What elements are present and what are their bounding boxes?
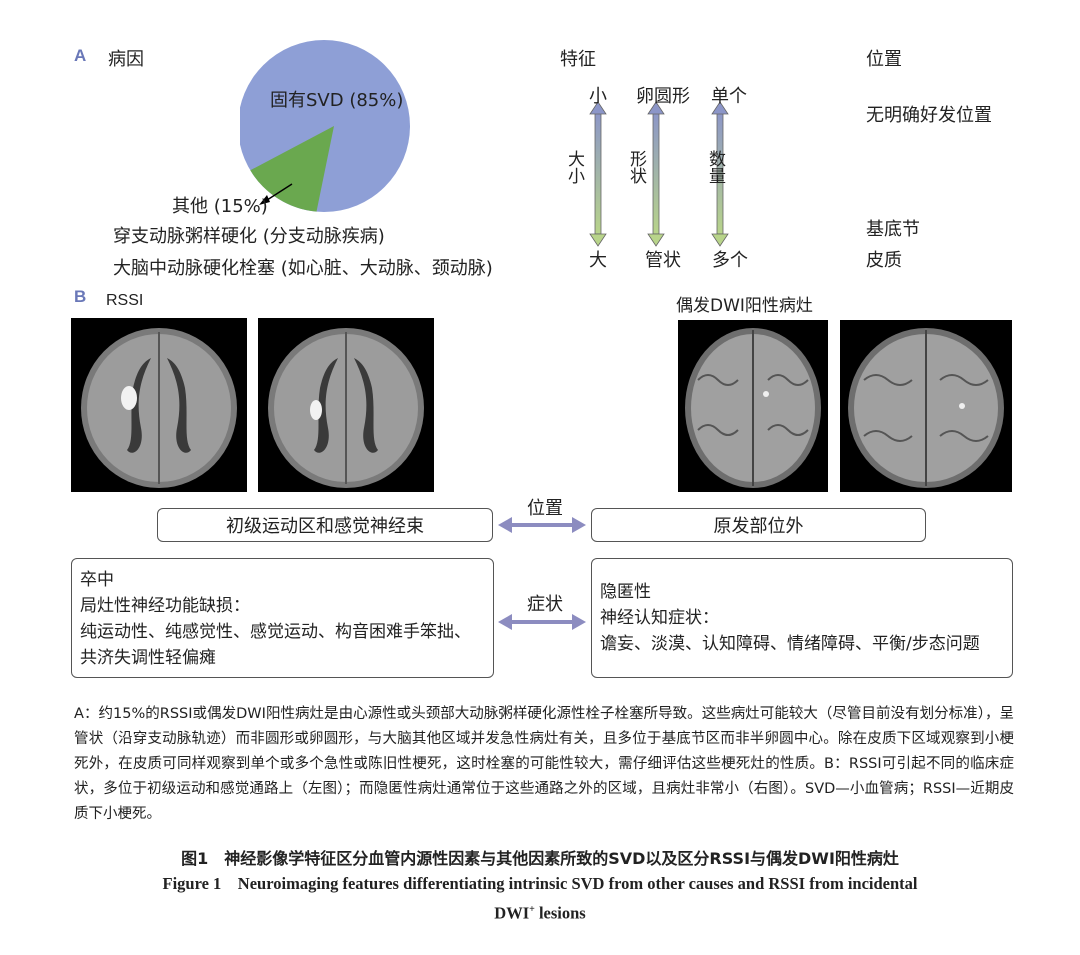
location-double-arrow — [498, 517, 586, 533]
incidental-title: 偶发DWI阳性病灶 — [676, 296, 813, 316]
size-axis-label: 大小 — [564, 150, 584, 184]
rssi-symptom-line-4: 共济失调性轻偏瘫 — [80, 648, 216, 668]
location-label: 位置 — [527, 498, 563, 519]
features-title: 特征 — [560, 49, 596, 70]
mri-scan-incidental-1 — [678, 320, 828, 492]
panel-a-letter: A — [74, 46, 87, 65]
size-bottom: 大 — [589, 250, 607, 271]
incidental-symptom-line-3: 谵妄、淡漠、认知障碍、情绪障碍、平衡/步态问题 — [600, 634, 980, 654]
figure-title-en-line2: DWI+ lesions — [40, 898, 1040, 926]
incidental-symptoms-box: 隐匿性 神经认知症状： 谵妄、淡漠、认知障碍、情绪障碍、平衡/步态问题 — [591, 558, 1013, 678]
cause-pie-chart — [240, 40, 410, 212]
rssi-title: RSSI — [106, 292, 144, 309]
shape-bottom: 管状 — [645, 250, 681, 271]
figure-caption: A：约15%的RSSI或偶发DWI阳性病灶是由心源性或头颈部大动脉粥样硬化源性栓… — [74, 706, 1014, 822]
rssi-symptom-line-3: 纯运动性、纯感觉性、感觉运动、构音困难手笨拙、 — [80, 622, 471, 642]
figure-title-zh: 图1 神经影像学特征区分血管内源性因素与其他因素所致的SVD以及区分RSSI与偶… — [181, 849, 899, 868]
size-top: 小 — [589, 86, 607, 107]
count-scale-arrow — [711, 101, 729, 247]
incidental-symptom-line-2: 神经认知症状： — [600, 608, 719, 628]
mri-scan-incidental-2 — [840, 320, 1012, 492]
shape-axis-label: 形状 — [626, 150, 646, 184]
other-cause-2: 大脑中动脉硬化栓塞 (如心脏、大动脉、颈动脉) — [113, 258, 493, 279]
rssi-location-box: 初级运动区和感觉神经束 — [157, 508, 493, 542]
figure-title-en-sup: + — [529, 904, 535, 915]
pie-label-svd: 固有SVD (85%) — [270, 90, 404, 111]
position-basal: 基底节 — [866, 219, 920, 240]
count-top: 单个 — [711, 86, 747, 107]
count-bottom: 多个 — [712, 250, 748, 271]
position-cortex: 皮质 — [866, 250, 902, 271]
mri-scan-rssi-2 — [258, 318, 434, 492]
pie-slice-other — [250, 126, 334, 212]
figure-title-en-dwi: DWI — [494, 903, 530, 923]
figure-title-en: Figure 1 Neuroimaging features different… — [162, 874, 918, 893]
incidental-location-box: 原发部位外 — [591, 508, 926, 542]
mri-scan-rssi-1 — [71, 318, 247, 492]
pie-label-other: 其他 (15%) — [172, 196, 268, 217]
rssi-symptoms-box: 卒中 局灶性神经功能缺损： 纯运动性、纯感觉性、感觉运动、构音困难手笨拙、 共济… — [71, 558, 494, 678]
feature-scales — [589, 101, 729, 247]
position-title: 位置 — [866, 49, 902, 70]
size-scale-arrow — [589, 101, 607, 247]
symptom-double-arrow — [498, 614, 586, 630]
panel-b-letter: B — [74, 287, 87, 306]
rssi-symptom-line-2: 局灶性神经功能缺损： — [80, 596, 250, 616]
figure-title-en-lesions: lesions — [534, 903, 586, 923]
count-axis-label: 数量 — [705, 150, 725, 184]
symptom-label: 症状 — [527, 594, 563, 615]
panel-a-title: 病因 — [108, 49, 144, 70]
position-top: 无明确好发位置 — [866, 105, 992, 126]
pie-arrow — [259, 183, 293, 205]
rssi-symptom-line-1: 卒中 — [80, 570, 114, 590]
incidental-symptom-line-1: 隐匿性 — [600, 582, 651, 602]
other-cause-1: 穿支动脉粥样硬化 (分支动脉疾病) — [113, 226, 385, 247]
shape-top: 卵圆形 — [636, 86, 690, 107]
shape-scale-arrow — [647, 101, 665, 247]
